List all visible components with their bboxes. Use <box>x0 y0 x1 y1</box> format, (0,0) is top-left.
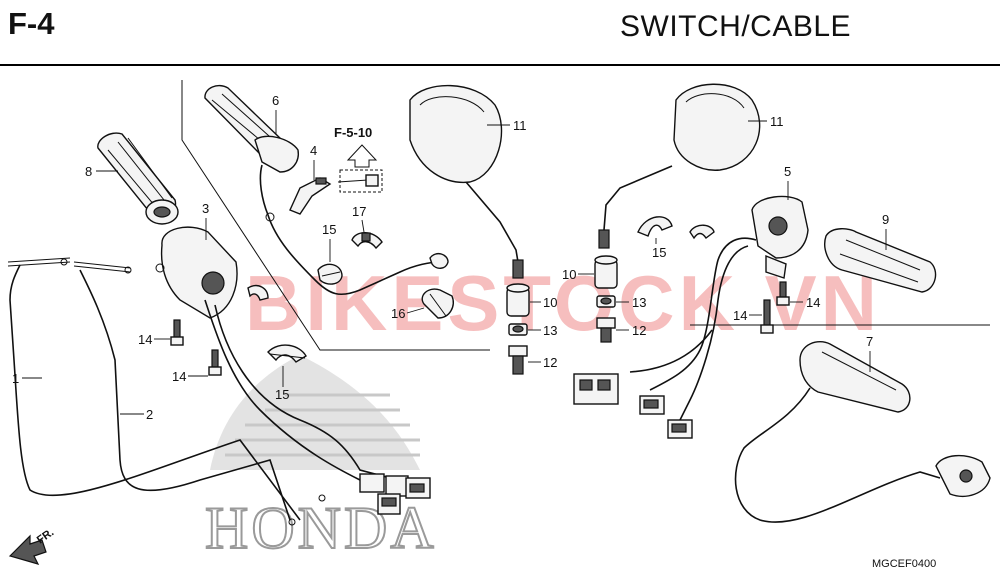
callout-15-upper: 15 <box>322 222 336 262</box>
bolt-12-right <box>596 317 616 343</box>
callout-label: 7 <box>866 334 873 349</box>
callout-label: 1 <box>12 371 19 386</box>
callout-label: 3 <box>202 201 209 216</box>
switch-housing-left-part <box>155 226 238 319</box>
callout-3: 3 <box>202 201 209 240</box>
switch-housing-right-part <box>751 195 809 279</box>
callout-13-right: 13 <box>616 295 646 310</box>
callout-16: 16 <box>391 306 425 321</box>
bracket-4-part <box>289 174 379 215</box>
callout-label: 14 <box>806 295 820 310</box>
nut-13-right <box>596 295 616 308</box>
section-code: F-4 <box>8 6 55 41</box>
callout-11-left: 11 <box>487 118 527 133</box>
callout-label: 17 <box>352 204 366 219</box>
callout-label: 13 <box>543 323 557 338</box>
callout-label: 16 <box>391 306 405 321</box>
callout-label: 15 <box>275 387 289 402</box>
callout-label: 4 <box>310 143 317 158</box>
callout-14-right-b: 14 <box>790 295 820 310</box>
throttle-cables <box>7 257 326 526</box>
header-divider <box>0 64 1000 66</box>
callout-label: 5 <box>784 164 791 179</box>
screw-14-left-b <box>208 349 222 376</box>
callout-12-middle: 12 <box>528 355 557 370</box>
nut-13-middle <box>508 323 528 336</box>
right-harness <box>573 237 757 439</box>
callout-14-left-a: 14 <box>138 332 170 347</box>
callout-label: 6 <box>272 93 279 108</box>
callout-label: 10 <box>543 295 557 310</box>
band-15-lower-left <box>267 344 307 363</box>
callout-5: 5 <box>784 164 791 200</box>
grip-left-part <box>97 132 179 225</box>
callout-2: 2 <box>120 407 153 422</box>
band-15-small-left <box>247 284 269 301</box>
callout-15-lower-left: 15 <box>275 366 289 402</box>
callout-label: 8 <box>85 164 92 179</box>
callout-14-left-b: 14 <box>172 369 208 384</box>
screw-14-left-a <box>170 319 184 346</box>
callout-4: 4 <box>310 143 317 180</box>
band-15-right <box>637 216 715 240</box>
callout-12-right: 12 <box>616 323 646 338</box>
callout-label: 12 <box>632 323 646 338</box>
grip-right-part <box>824 228 937 293</box>
screw-14-right-b <box>776 281 790 306</box>
grip-heated-part <box>734 341 991 523</box>
callout-label: 2 <box>146 407 153 422</box>
callout-1: 1 <box>12 371 42 386</box>
bolt-12-middle <box>508 345 528 375</box>
callout-label: 15 <box>322 222 336 237</box>
clamp-16-part <box>421 252 454 319</box>
callout-14-right-a: 14 <box>733 308 762 323</box>
band-15-upper <box>317 263 343 285</box>
adapter-10-middle <box>506 283 530 317</box>
callout-label: 11 <box>513 118 527 133</box>
callout-label: 14 <box>733 308 747 323</box>
left-harness <box>204 299 431 515</box>
callout-label: 14 <box>138 332 152 347</box>
callout-label: 14 <box>172 369 186 384</box>
reference-label: F-5-10 <box>334 125 372 140</box>
grip-throttle-part <box>204 84 441 296</box>
adapter-10-right <box>594 255 618 289</box>
clamp-17-part <box>351 232 383 250</box>
callout-11-right: 11 <box>748 114 784 129</box>
callout-13-middle: 13 <box>528 323 557 338</box>
callout-15-right: 15 <box>652 238 666 260</box>
callout-10-right: 10 <box>562 267 594 282</box>
drawing-code: MGCEF0400 <box>872 558 936 570</box>
honda-logo-text: HONDA <box>205 495 437 561</box>
callout-label: 10 <box>562 267 576 282</box>
callout-10-middle: 10 <box>530 295 557 310</box>
callout-label: 13 <box>632 295 646 310</box>
front-direction-arrow: FR. <box>8 526 56 565</box>
page-title: SWITCH/CABLE <box>620 10 852 43</box>
callout-9: 9 <box>882 212 889 250</box>
reference-f-5-10: F-5-10 <box>334 125 383 193</box>
callout-7: 7 <box>866 334 873 372</box>
section-dividers <box>181 80 990 351</box>
callout-label: 12 <box>543 355 557 370</box>
callout-17: 17 <box>352 204 366 233</box>
screw-14-right-a <box>760 299 774 334</box>
mirror-right-part <box>598 83 761 249</box>
callout-6: 6 <box>272 93 279 135</box>
callout-8: 8 <box>85 164 118 179</box>
callout-label: 11 <box>770 114 784 129</box>
callout-label: 15 <box>652 245 666 260</box>
callout-label: 9 <box>882 212 889 227</box>
mirror-left-part <box>409 84 524 279</box>
